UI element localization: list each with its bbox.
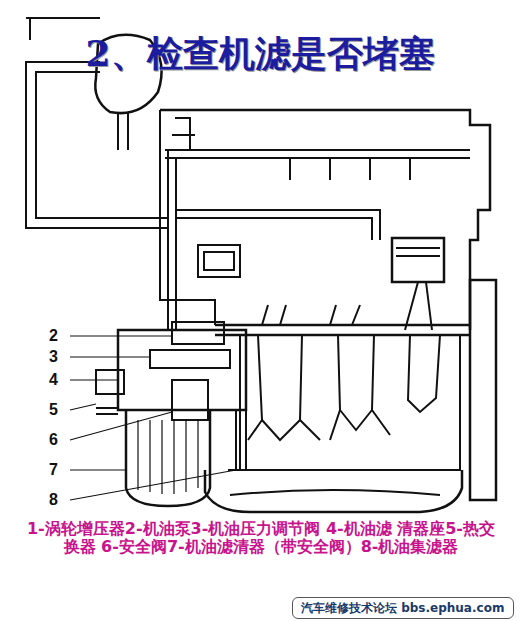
valve-gear	[172, 118, 195, 150]
oil-gallery	[165, 150, 470, 158]
connecting-rod	[405, 282, 432, 330]
oil-pipe	[26, 62, 168, 228]
callout-number: 7	[48, 461, 59, 479]
leader-line	[70, 379, 118, 380]
oil-pipe	[176, 210, 380, 240]
oil-pan	[205, 470, 462, 512]
oil-level	[230, 490, 440, 495]
regulator-box	[204, 252, 234, 270]
oil-branch	[290, 158, 410, 180]
leader-line	[70, 470, 236, 500]
piston-ring	[396, 248, 440, 256]
leader-line	[70, 412, 172, 440]
engine-block	[160, 110, 490, 330]
leader-line	[70, 335, 172, 336]
filter-seat	[118, 330, 246, 410]
title: 2、检查机滤是否堵塞	[0, 30, 520, 79]
oil-jet	[262, 305, 360, 325]
heat-exchanger	[96, 370, 124, 394]
crank-web	[258, 335, 302, 440]
watermark-text: 汽车维修技术论坛 bbs.ephua.com	[301, 600, 505, 616]
coolant-pipe	[96, 408, 118, 414]
oil-pipe	[36, 72, 168, 218]
callout-number: 2	[48, 327, 59, 345]
oil-filter	[126, 410, 210, 506]
oil-pipe	[118, 112, 128, 150]
callout-number: 5	[48, 401, 59, 419]
filter-element	[138, 420, 198, 494]
leader-line	[70, 469, 126, 470]
flywheel	[470, 280, 496, 500]
callout-number: 6	[48, 431, 59, 449]
caption: 1-涡轮增压器2-机油泵3-机油压力调节阀 4-机油滤 清器座5-热交换器 6-…	[22, 520, 500, 556]
regulator-box	[198, 245, 240, 277]
regulator-valve	[150, 350, 230, 368]
safety-valve	[172, 380, 208, 420]
crank-web	[338, 335, 374, 430]
watermark-box: 汽车维修技术论坛 bbs.ephua.com	[292, 597, 514, 619]
crankcase	[240, 335, 460, 470]
leader-line	[70, 356, 150, 357]
oil-pickup	[228, 410, 256, 470]
oil-pump	[172, 322, 224, 344]
main-gallery	[215, 325, 470, 335]
crank-web	[408, 335, 440, 412]
callout-number: 4	[48, 371, 59, 389]
callout-number: 8	[48, 491, 59, 509]
oil-pipe	[168, 150, 176, 330]
piston	[392, 238, 444, 282]
engine-line-art	[26, 18, 496, 512]
leader-line	[70, 404, 96, 410]
crank-throw	[248, 410, 390, 440]
callout-number: 3	[48, 348, 59, 366]
